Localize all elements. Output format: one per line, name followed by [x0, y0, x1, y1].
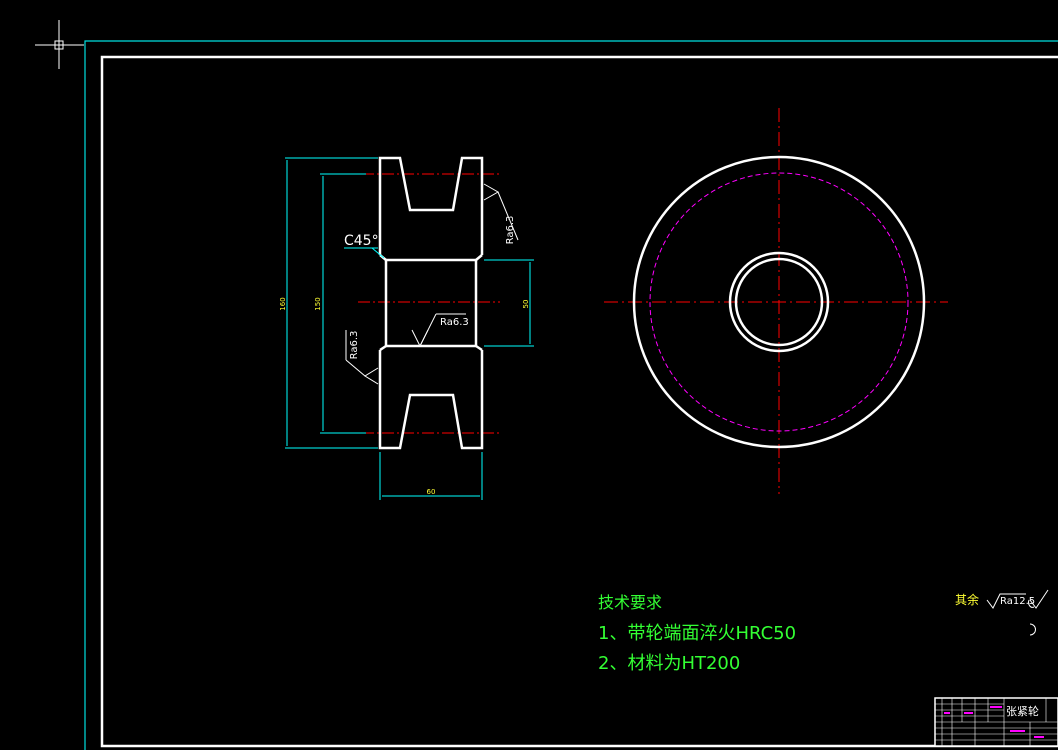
- front-center-lines: [604, 108, 948, 494]
- roughness-bore-label: Ra6.3: [440, 317, 469, 328]
- roughness-face-label: Ra6.3: [349, 331, 360, 360]
- section-center-lines: [358, 173, 502, 434]
- other-roughness-prefix: 其余: [955, 592, 979, 607]
- section-view: 160 150 50 60 C45° Ra6.3 Ra6.3 Ra6.3: [279, 156, 534, 500]
- title-block-grid: [935, 698, 1058, 746]
- title-block: 张紧轮: [934, 697, 1058, 747]
- dim-bore-diameter: 50: [522, 300, 530, 309]
- roughness-rim-label: Ra6.3: [505, 216, 516, 245]
- surface-roughness-icon: [345, 183, 519, 385]
- pitch-circle: [649, 172, 909, 432]
- technical-requirements: 技术要求 1、带轮端面淬火HRC50 2、材料为HT200: [598, 593, 796, 674]
- cursor-crosshair-icon: [35, 20, 84, 69]
- title-block-fill-marks: [944, 706, 1044, 738]
- surface-roughness-icon: [986, 589, 1049, 636]
- tech-req-title: 技术要求: [598, 593, 662, 612]
- other-roughness: 其余 Ra12.5: [955, 589, 1049, 636]
- chamfer-label: C45°: [344, 233, 379, 249]
- front-view: [604, 108, 948, 494]
- front-outline: [632, 155, 926, 449]
- tech-req-item-1: 1、带轮端面淬火HRC50: [598, 623, 796, 644]
- inner-border: [100, 55, 1058, 748]
- other-roughness-value: Ra12.5: [1000, 596, 1035, 607]
- dim-outer-diameter: 160: [279, 297, 287, 310]
- part-name: 张紧轮: [1006, 704, 1039, 718]
- drawing-frame: [84, 40, 1058, 750]
- outer-border: [84, 40, 1058, 750]
- dim-width: 60: [427, 488, 436, 496]
- section-dimension-lines: [285, 157, 534, 500]
- tech-req-item-2: 2、材料为HT200: [598, 653, 740, 674]
- dim-groove-diameter: 150: [314, 297, 322, 310]
- section-outline: [378, 156, 484, 450]
